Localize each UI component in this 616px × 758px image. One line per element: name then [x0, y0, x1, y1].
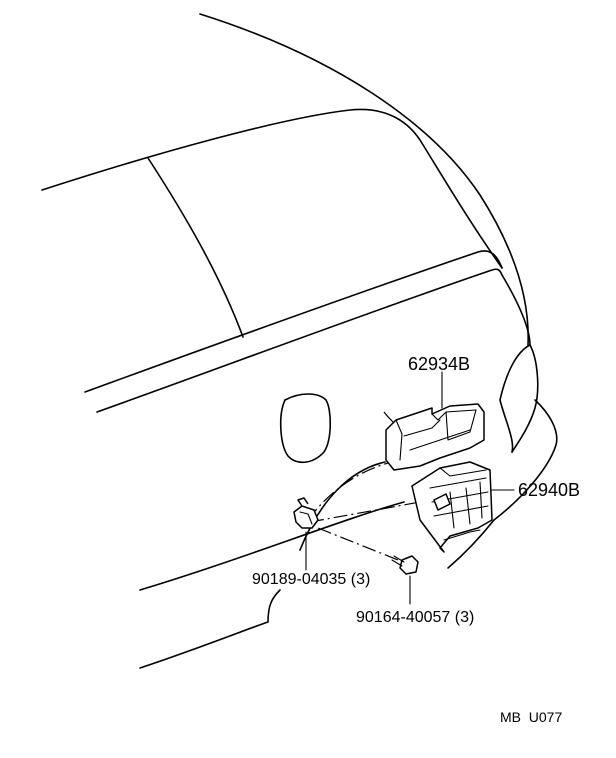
- screw-90164-shape: [391, 555, 419, 575]
- diagram-code: MB U077: [500, 709, 562, 725]
- label-62934b: 62934B: [408, 354, 470, 374]
- label-90164-40057: 90164-40057 (3): [356, 609, 474, 626]
- leader-lines: [305, 371, 515, 605]
- label-90189-04035: 90189-04035 (3): [252, 571, 370, 588]
- clip-90189-shape: [293, 497, 319, 529]
- label-62940b: 62940B: [518, 480, 580, 500]
- part-62934b-shape: [385, 403, 485, 471]
- part-62940b-shape: [411, 461, 493, 553]
- vehicle-body-outline: [41, 13, 558, 669]
